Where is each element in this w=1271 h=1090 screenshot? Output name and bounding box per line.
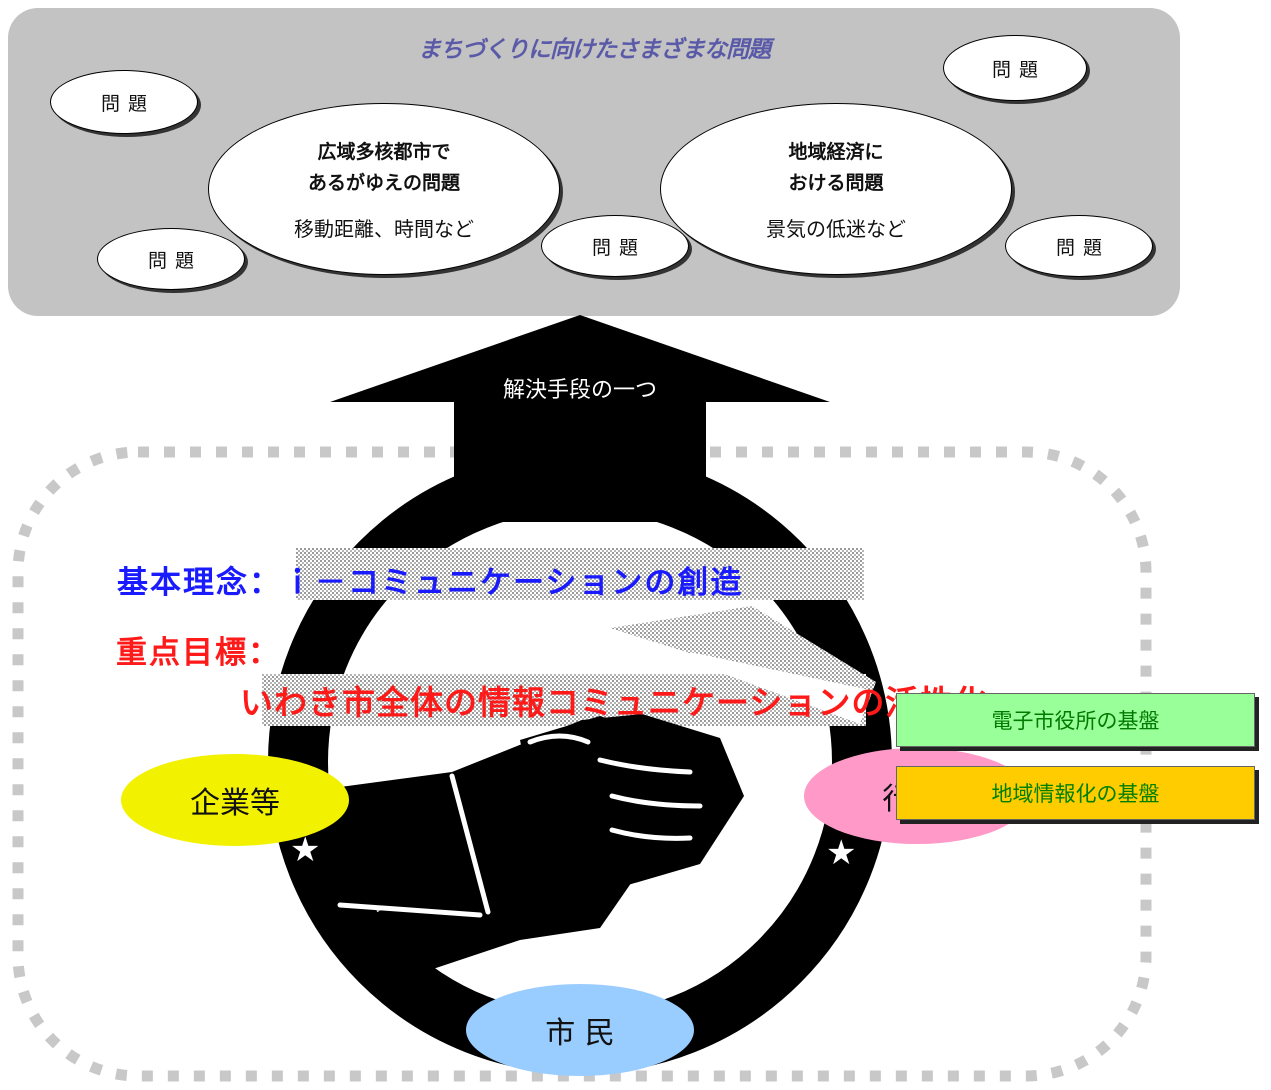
node-company-label: 企業等 [190,786,280,821]
legend-regional-foundation: 地域情報化の基盤 [896,766,1255,820]
issue-detail: 景気の低迷など [766,216,906,241]
problem-label: 問題 [591,236,646,259]
principle-band [296,548,864,600]
problem-bubble-1: 問題 [50,70,198,134]
legend-egov-label: 電子市役所の基盤 [991,709,1160,733]
issue-title-line1: 広域多核都市で [317,140,451,163]
node-citizen-label: 市 民 [545,1016,615,1051]
issue-title-line1: 地域経済に [788,140,884,163]
problem-label: 問題 [147,249,202,272]
legend-egov-foundation: 電子市役所の基盤 [896,693,1255,747]
paper-sheet-white [690,652,870,724]
problem-bubble-3: 問題 [97,228,245,290]
handshake-details [337,733,703,918]
node-company: 企業等 [121,754,349,846]
problem-label: 問題 [991,58,1046,81]
basic-principle: 基本理念：ｉ－コミュニケーションの創造 [117,565,744,601]
solution-arrow [330,315,830,522]
handshake-icon [318,714,744,980]
problem-bubble-5: 問題 [1005,215,1153,277]
key-goal-text: いわき市全体の情報コミュニケーションの活性化 [240,683,988,722]
issue-detail: 移動距離、時間など [294,216,474,241]
issue-bubble-wide-area: 広域多核都市で あるがゆえの問題 移動距離、時間など [208,103,560,275]
star-icon-left: ★ [290,830,321,870]
problem-bubble-4: 問題 [541,215,689,277]
arrow-label: 解決手段の一つ [502,378,657,403]
issue-bubble-economy: 地域経済に おける問題 景気の低迷など [660,103,1012,275]
legend-regional-label: 地域情報化の基盤 [991,782,1160,806]
issue-title-line2: あるがゆえの問題 [307,171,460,194]
problems-title: まちづくりに向けたさまざまな問題 [418,37,771,63]
problem-label: 問題 [1055,236,1110,259]
issue-title-line2: おける問題 [788,171,884,194]
star-icon-right: ★ [826,833,857,873]
node-citizen: 市 民 [466,984,694,1076]
problem-label: 問題 [100,92,155,115]
problem-bubble-2: 問題 [943,35,1087,101]
key-goal-label: 重点目標： [116,635,281,671]
